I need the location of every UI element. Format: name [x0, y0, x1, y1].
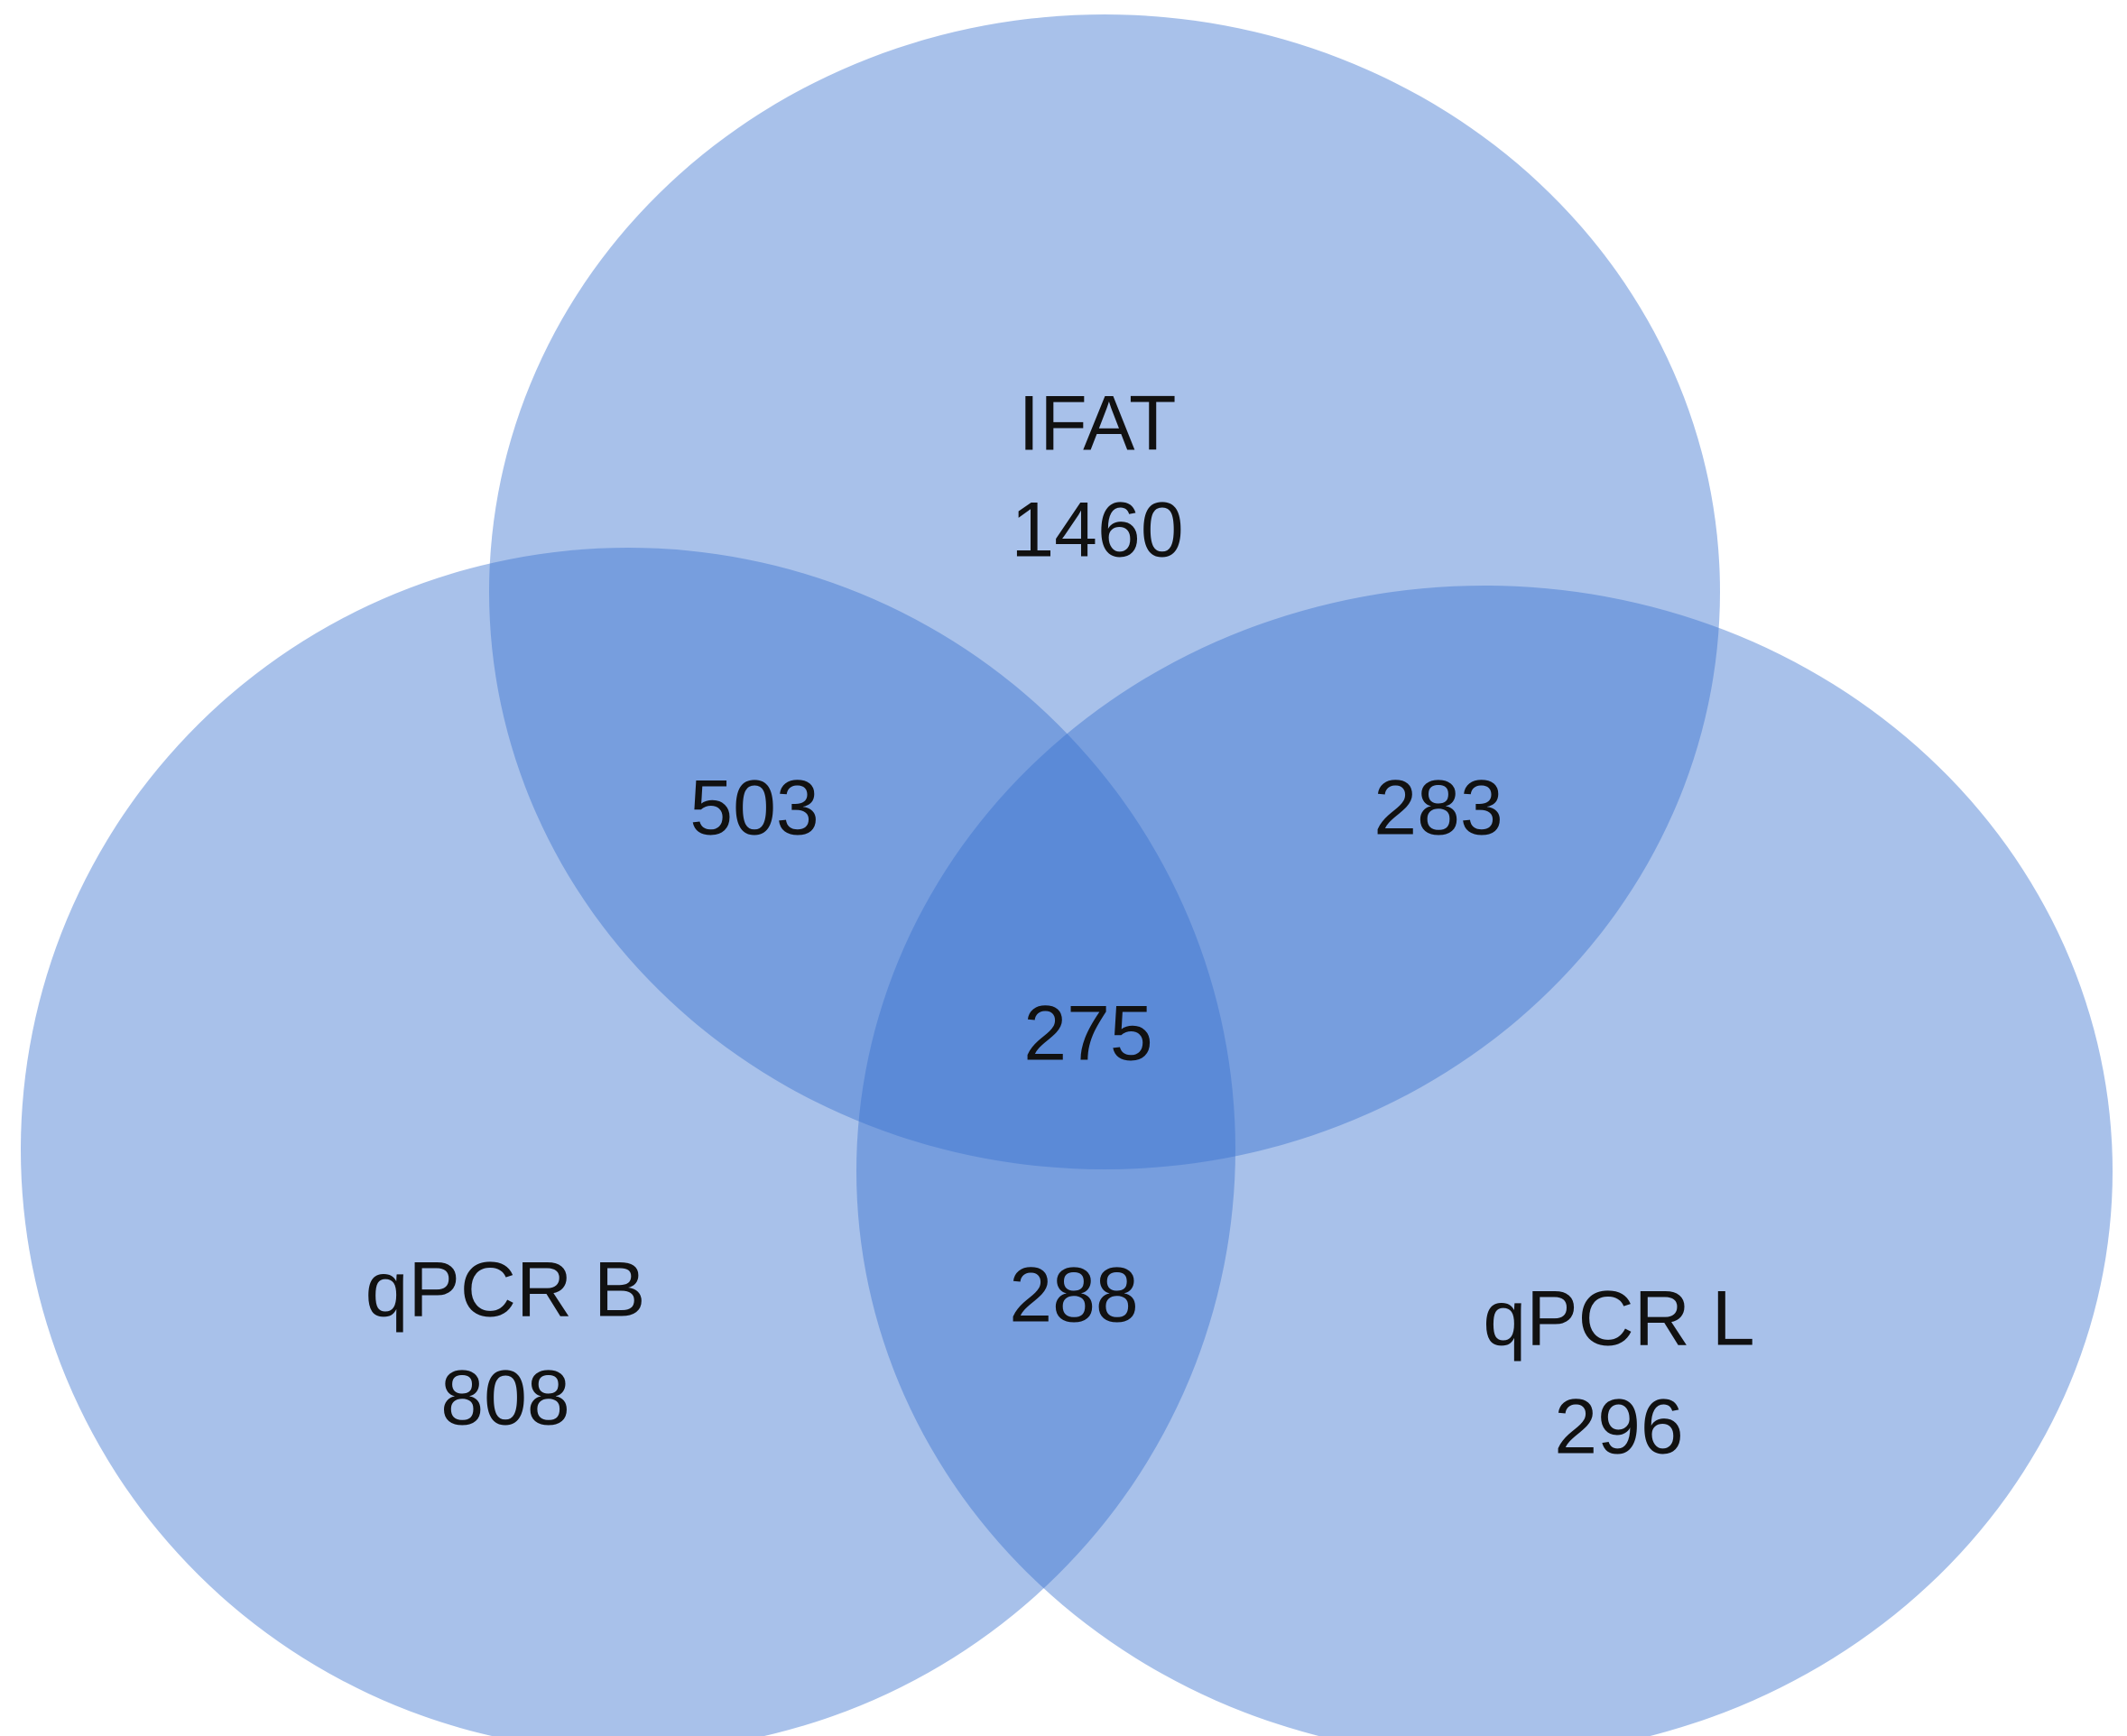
ifat-qpcr-l-overlap-label: 283	[1373, 765, 1503, 852]
qpcr-l-count-label: 296	[1554, 1384, 1684, 1471]
ifat-count-label: 1460	[1011, 487, 1183, 574]
qpcr-b-count-label: 808	[440, 1355, 570, 1442]
circle-qpcr-b	[21, 548, 1235, 1736]
circle-ifat	[489, 14, 1720, 1169]
all-three-overlap-label: 275	[1023, 991, 1153, 1077]
qpcr-b-qpcr-l-overlap-label: 288	[1009, 1252, 1139, 1339]
ifat-qpcr-b-overlap-label: 503	[689, 765, 819, 852]
circle-qpcr-l	[856, 586, 2113, 1736]
ifat-name-label: IFAT	[1018, 381, 1176, 467]
qpcr-b-name-label: qPCR B	[365, 1247, 646, 1334]
qpcr-l-name-label: qPCR L	[1483, 1276, 1754, 1362]
